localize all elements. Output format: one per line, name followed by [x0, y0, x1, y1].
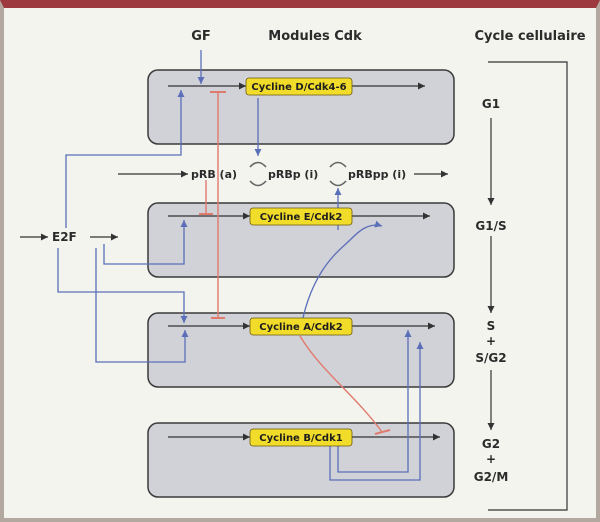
module-chip-cyclin-e	[249, 207, 353, 226]
cyclin-b-self-loop-arrow	[329, 342, 424, 481]
label-prbp-i: pRBp (i)	[268, 168, 318, 181]
inhibition-bar-cyclin-b	[374, 429, 391, 435]
header-gf: GF	[191, 29, 211, 44]
phase-g2-plus: +	[486, 452, 496, 466]
module-chip-cyclin-b	[249, 428, 353, 447]
module-label-cyclin-e: Cycline E/Cdk2	[260, 212, 343, 223]
phase-s-plus: +	[486, 334, 496, 348]
header-cycle-cellulaire: Cycle cellulaire	[474, 29, 585, 44]
label-prb-a: pRB (a)	[191, 168, 237, 181]
e2f-to-cyclin-d-arrow	[65, 90, 185, 228]
prb-cycle-arc-bottom-2	[329, 180, 347, 187]
e2f-to-cyclin-a-loop-arrow	[95, 248, 189, 363]
module-label-cyclin-d: Cycline D/Cdk4-6	[251, 82, 346, 93]
prb-cycle-arc-bottom-1	[249, 180, 267, 187]
cyclin-a-to-cyclin-e-arrow	[299, 220, 383, 334]
header-modules-cdk: Modules Cdk	[268, 29, 362, 44]
phase-g2m: G2/M	[474, 470, 509, 484]
phase-g1: G1	[482, 97, 500, 111]
phase-g2: G2	[482, 437, 500, 451]
module-chip-cyclin-a	[249, 317, 353, 336]
phase-sg2: S/G2	[475, 351, 506, 365]
prb-cycle-arc-top-1	[249, 161, 267, 168]
cycle-loop-line	[488, 61, 568, 511]
e2f-to-cyclin-a-arrow	[57, 248, 188, 323]
label-e2f: E2F	[52, 230, 77, 244]
phase-s: S	[487, 319, 496, 333]
module-box-cyclin-a	[147, 312, 455, 388]
phase-g1s: G1/S	[475, 219, 506, 233]
label-prbpp-i: pRBpp (i)	[348, 168, 406, 181]
module-label-cyclin-b: Cycline B/Cdk1	[259, 433, 342, 444]
module-box-cyclin-d	[147, 69, 455, 145]
module-chip-cyclin-d	[245, 77, 353, 96]
module-box-cyclin-b	[147, 422, 455, 498]
e2f-to-cyclin-e-arrow	[103, 220, 188, 265]
module-label-cyclin-a: Cycline A/Cdk2	[259, 322, 343, 333]
cyclin-b-to-cyclin-a-arrow	[337, 330, 412, 473]
prb-cycle-arc-top-2	[329, 161, 347, 168]
inhibition-cyclin-a-to-b	[299, 335, 383, 433]
